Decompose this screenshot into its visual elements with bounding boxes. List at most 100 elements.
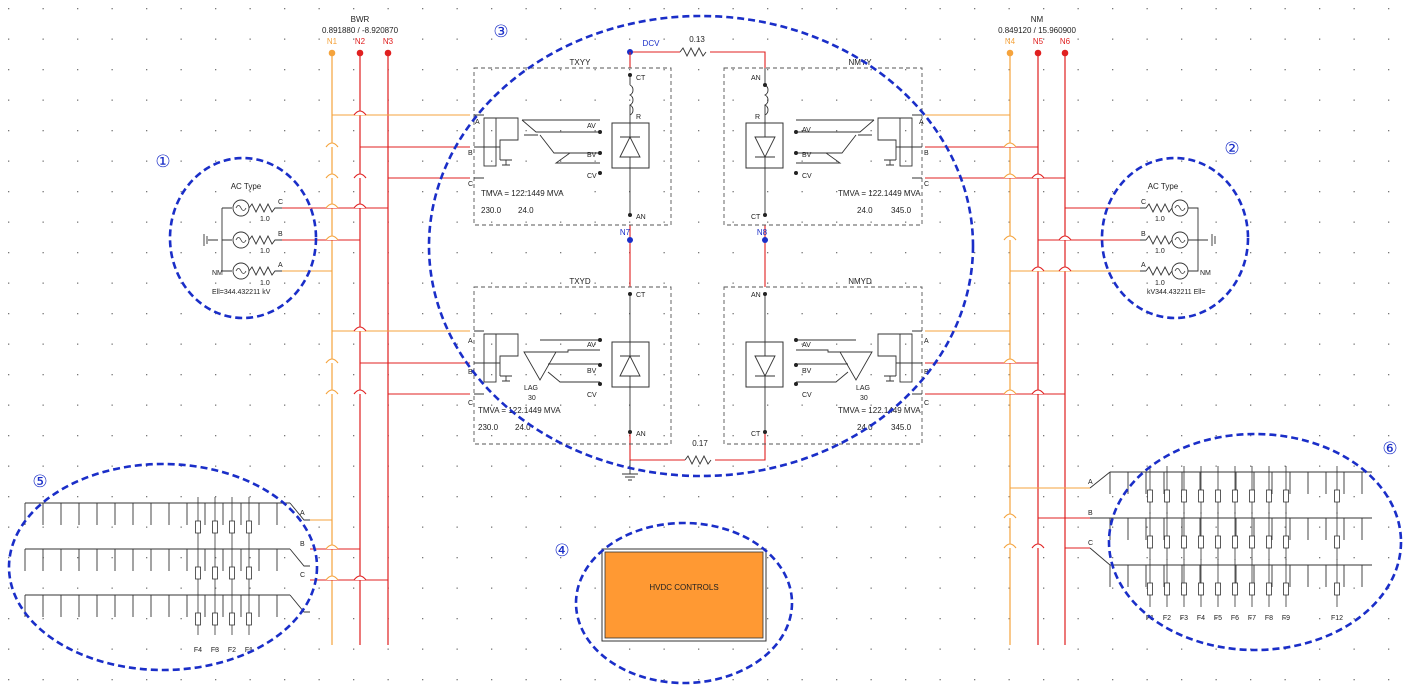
svg-text:R: R (636, 114, 641, 121)
right-bus-voltage: 0.849120 / 15.960900 (998, 26, 1076, 35)
svg-text:B: B (468, 369, 473, 376)
source-resistor (248, 202, 282, 277)
dc-resistor-bottom[interactable] (684, 454, 712, 466)
svg-text:1.0: 1.0 (1155, 216, 1165, 223)
filter-resistor-icon (229, 520, 235, 534)
filter-resistor-icon (1232, 535, 1238, 549)
filter-resistor-icon (195, 566, 201, 580)
node-n3[interactable] (384, 49, 392, 57)
filter-resistor-icon (1232, 489, 1238, 503)
svg-text:AV: AV (802, 342, 811, 349)
node-label-n2: N2 (355, 37, 366, 46)
svg-text:1.0: 1.0 (260, 280, 270, 287)
txyd-mva: TMVA = 122.1449 MVA (478, 406, 561, 415)
thyristor-valve-icon (611, 341, 650, 388)
txyd-name: TXYD (569, 277, 591, 286)
hvdc-controls-block[interactable]: HVDC CONTROLS (601, 548, 767, 642)
node-label-n3: N3 (383, 37, 394, 46)
svg-text:230.0: 230.0 (481, 206, 502, 215)
node-n4[interactable] (1006, 49, 1014, 57)
highlight-ring-5 (7, 462, 319, 672)
hvdc-controls-label: HVDC CONTROLS (649, 583, 718, 592)
filter-label: F3 (211, 647, 219, 654)
svg-text:AN: AN (751, 75, 761, 82)
filter-resistor-icon (1283, 489, 1289, 503)
nmyy-mva: TMVA = 122.1449 MVA (838, 189, 921, 198)
svg-text:A: A (1141, 262, 1146, 269)
node-n8[interactable] (762, 237, 768, 243)
filter-resistor-icon (1147, 489, 1153, 503)
filter-resistor-icon (1266, 489, 1272, 503)
converter-nmyy[interactable]: NMYY A B C AV BV CV AN R CT TMVA = 122.1… (723, 58, 929, 226)
svg-text:345.0: 345.0 (891, 423, 912, 432)
left-feeders (282, 110, 470, 581)
svg-text:24.0: 24.0 (857, 423, 873, 432)
thyristor-valve-icon (611, 122, 650, 169)
filter-resistor-icon (246, 612, 252, 626)
node-n6[interactable] (1061, 49, 1069, 57)
converter-txyy[interactable]: TXYY A B C AV BV CV CT R AN TMVA = 122.1… (468, 58, 672, 226)
svg-text:30: 30 (860, 395, 868, 402)
filter-resistor-icon (1198, 535, 1204, 549)
svg-text:B: B (300, 541, 305, 548)
svg-text:CV: CV (587, 173, 597, 180)
filter-resistor-icon (1198, 489, 1204, 503)
filter-label: F12 (1331, 615, 1343, 622)
filter-label: F2 (228, 647, 236, 654)
highlight-rings (7, 14, 1403, 685)
node-n5[interactable] (1034, 49, 1042, 57)
dcv-label: DCV (643, 39, 661, 48)
svg-text:AN: AN (636, 431, 646, 438)
svg-text:CT: CT (636, 292, 646, 299)
filter-label: F1 (245, 647, 253, 654)
highlight-ring-4 (574, 521, 794, 685)
right-ac-source[interactable]: AC Type C B A 1.0 1.0 1.0 NM kV344.43221… (1140, 182, 1216, 296)
highlight-ring-3 (427, 14, 975, 478)
txyy-mva: TMVA = 122.1449 MVA (481, 189, 564, 198)
filter-label: F6 (1231, 615, 1239, 622)
svg-text:B: B (278, 231, 283, 238)
svg-text:CT: CT (751, 214, 761, 221)
left-ac-source[interactable]: AC Type C B A 1.0 1.0 1.0 NM Ell=344.432… (203, 182, 283, 296)
svg-text:A: A (278, 262, 283, 269)
thyristor-valve-icon (745, 341, 784, 388)
svg-text:BV: BV (802, 368, 812, 375)
filter-resistor-icon (1266, 582, 1272, 596)
converter-txyd[interactable]: TXYD A B C AV BV CV LAG 30 CT AN TMVA = … (468, 277, 672, 445)
n8-label: N8 (757, 228, 768, 237)
svg-text:CT: CT (636, 75, 646, 82)
left-source-voltage: Ell=344.432211 kV (212, 289, 271, 296)
filter-resistor-icon (212, 612, 218, 626)
svg-text:R: R (755, 114, 760, 121)
filter-resistor-icon (1249, 535, 1255, 549)
node-n7[interactable] (627, 237, 633, 243)
filter-resistor-icon (1164, 582, 1170, 596)
svg-text:C: C (278, 199, 283, 206)
node-n2[interactable] (356, 49, 364, 57)
filter-resistor-icon (1147, 582, 1153, 596)
transformer-icon (877, 114, 922, 179)
node-n1[interactable] (328, 49, 336, 57)
filter-resistor-icon (1181, 582, 1187, 596)
transformer-icon (474, 114, 519, 179)
svg-text:C: C (924, 181, 929, 188)
filter-resistor-icon (1215, 489, 1221, 503)
svg-text:24.0: 24.0 (857, 206, 873, 215)
svg-text:B: B (924, 369, 929, 376)
filter-label: F4 (194, 647, 202, 654)
filter-label: F5 (1214, 615, 1222, 622)
dc-resistor-top[interactable] (679, 46, 707, 58)
ground-icon (1188, 207, 1216, 272)
filter-resistor-icon (1266, 535, 1272, 549)
annotation-4: ④ (554, 541, 569, 561)
converter-nmyd[interactable]: NMYD A B C AV BV CV LAG 30 AN CT TMVA = … (723, 277, 929, 445)
filter-resistor-icon (1334, 582, 1340, 596)
filter-resistor-icon (246, 520, 252, 534)
svg-text:A: A (919, 119, 924, 126)
svg-text:1.0: 1.0 (1155, 248, 1165, 255)
filter-resistor-icon (246, 566, 252, 580)
svg-text:BV: BV (587, 152, 597, 159)
node-label-n6: N6 (1060, 37, 1071, 46)
